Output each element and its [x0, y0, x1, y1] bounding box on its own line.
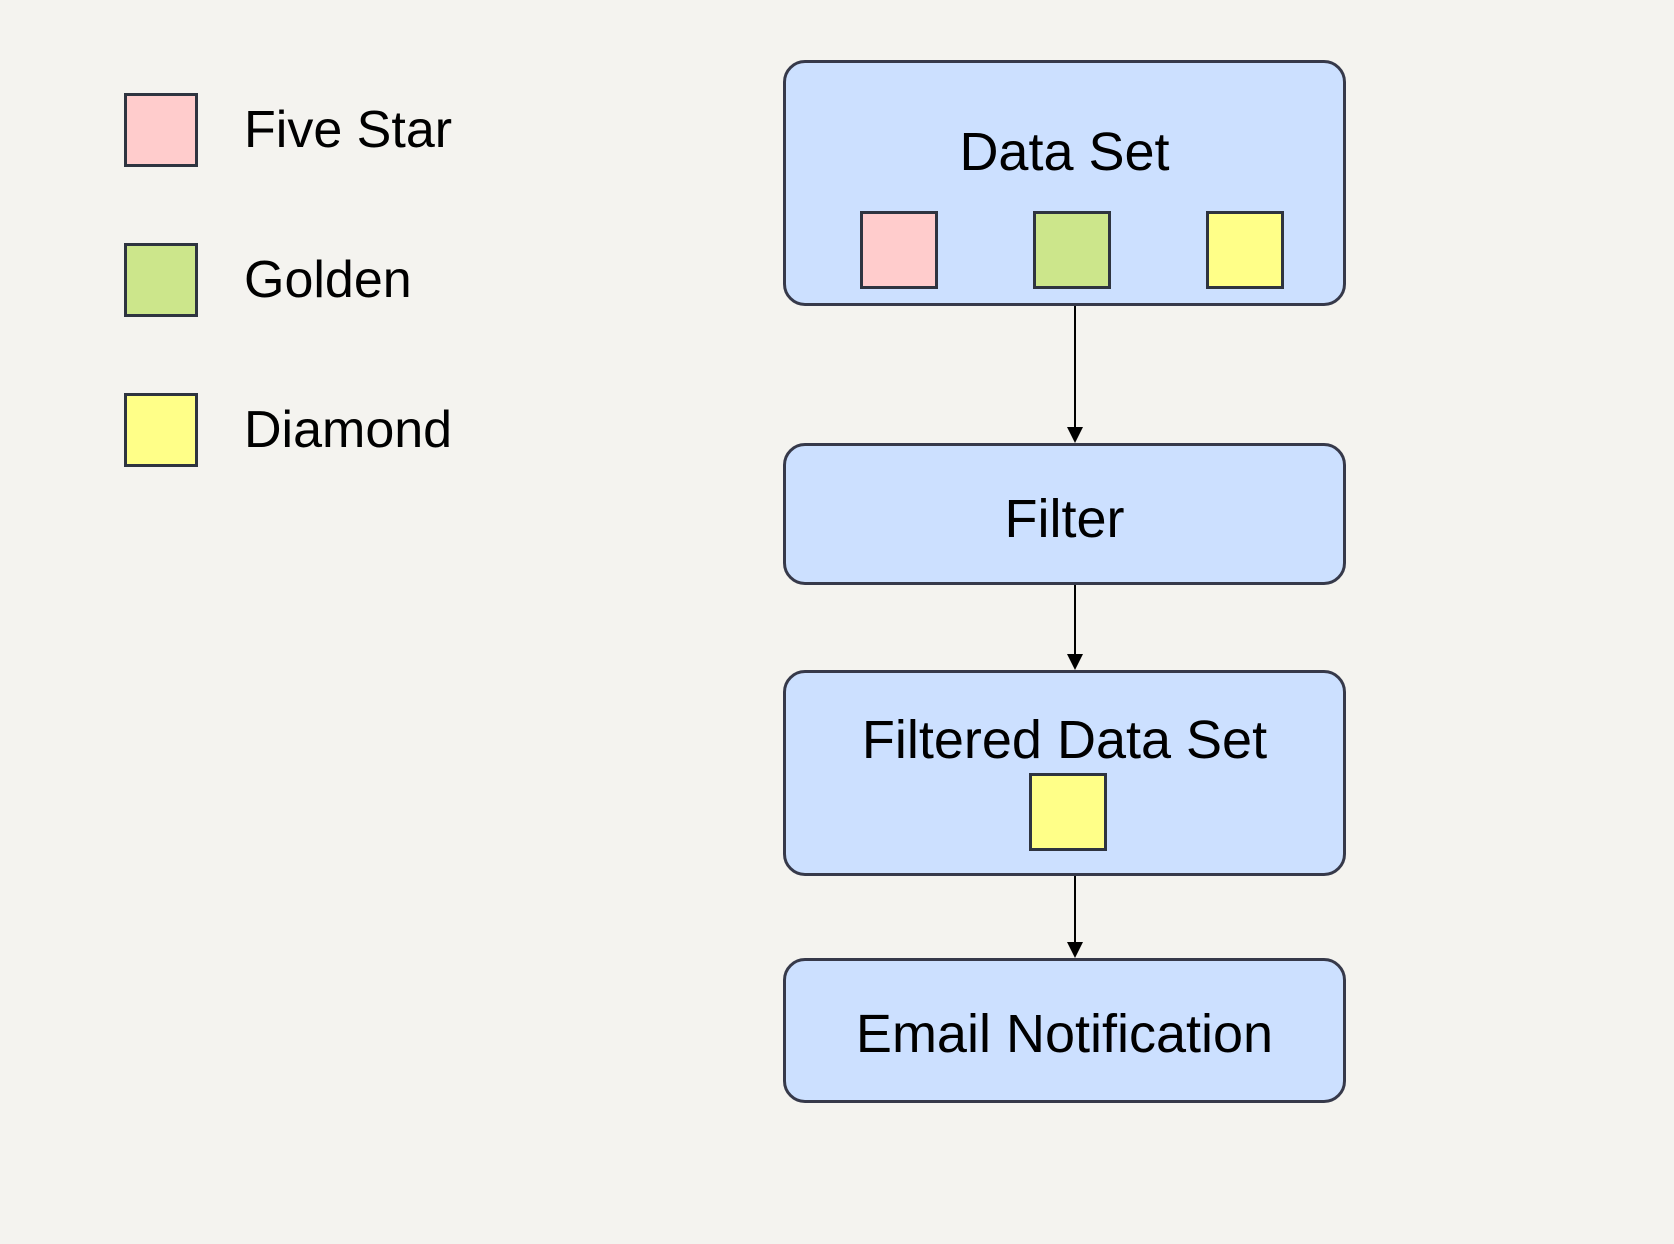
- legend: Five Star Golden Diamond: [124, 92, 644, 468]
- node-filtered-data-set-title: Filtered Data Set: [861, 710, 1268, 770]
- legend-item-five-star: Five Star: [124, 92, 644, 168]
- connector-line: [1074, 876, 1076, 944]
- node-filtered-data-set[interactable]: Filtered Data Set: [783, 670, 1346, 876]
- arrowhead-icon: [1067, 427, 1083, 443]
- chip-golden-icon: [1033, 211, 1111, 289]
- legend-label-diamond: Diamond: [244, 401, 453, 459]
- five-star-swatch-icon: [124, 93, 198, 167]
- flowchart: Data Set Filter Filtered Data Set: [783, 0, 1443, 1244]
- diamond-swatch-icon: [124, 393, 198, 467]
- legend-label-five-star: Five Star: [244, 101, 453, 159]
- legend-item-golden: Golden: [124, 242, 644, 318]
- node-email-notification-title: Email Notification: [855, 1004, 1274, 1064]
- connector-line: [1074, 306, 1076, 429]
- connector-line: [1074, 585, 1076, 656]
- connector-filter-to-filtered-data-set: [1060, 585, 1090, 670]
- node-email-notification[interactable]: Email Notification: [783, 958, 1346, 1103]
- node-data-set-title: Data Set: [959, 122, 1170, 182]
- arrowhead-icon: [1067, 654, 1083, 670]
- chip-five-star-icon: [860, 211, 938, 289]
- chip-diamond-icon: [1029, 773, 1107, 851]
- legend-item-diamond: Diamond: [124, 392, 644, 468]
- node-filter-title: Filter: [1004, 489, 1125, 549]
- node-filter[interactable]: Filter: [783, 443, 1346, 585]
- node-data-set[interactable]: Data Set: [783, 60, 1346, 306]
- connector-data-set-to-filter: [1060, 306, 1090, 443]
- chip-diamond-icon: [1206, 211, 1284, 289]
- connector-filtered-data-set-to-email-notification: [1060, 876, 1090, 958]
- golden-swatch-icon: [124, 243, 198, 317]
- arrowhead-icon: [1067, 942, 1083, 958]
- legend-label-golden: Golden: [244, 251, 412, 309]
